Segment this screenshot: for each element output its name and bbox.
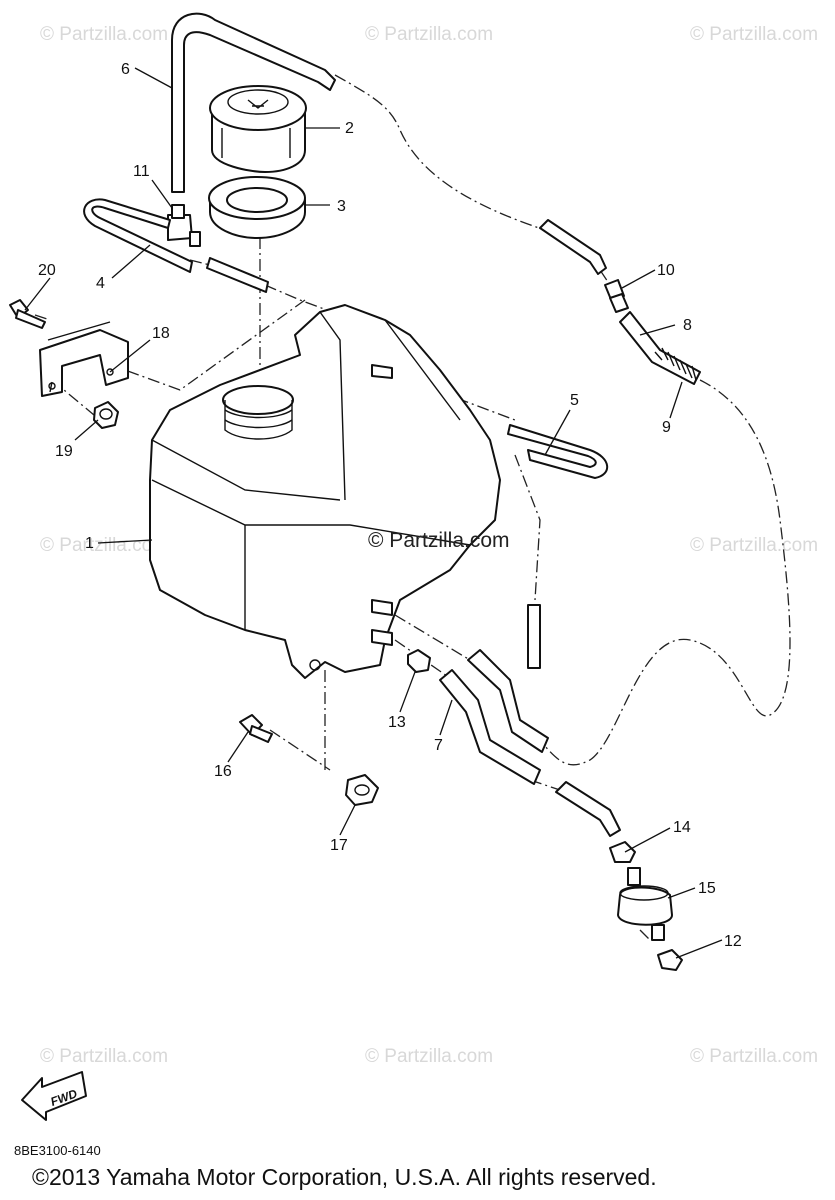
joint-part-11[interactable] — [167, 204, 201, 247]
hose-segment-upper[interactable] — [539, 219, 607, 275]
callout-10: 10 — [657, 262, 675, 279]
bolt-part-16[interactable] — [239, 714, 273, 743]
callout-5: 5 — [570, 392, 579, 409]
hose-segment-vertical[interactable] — [527, 604, 541, 669]
callout-19: 19 — [55, 443, 73, 460]
watermark: © Partzilla.com — [690, 24, 818, 45]
spring-part-9[interactable] — [654, 347, 697, 381]
nut-part-19[interactable] — [93, 401, 119, 429]
hose-segment-lower[interactable] — [555, 781, 621, 837]
fitting-part-10[interactable] — [604, 279, 629, 313]
callout-16: 16 — [214, 763, 232, 780]
callout-13: 13 — [388, 714, 406, 731]
forward-arrow-icon: FWD — [21, 1071, 87, 1121]
callout-17: 17 — [330, 837, 348, 854]
hose-segment[interactable] — [206, 257, 269, 293]
clamp-part-13[interactable] — [407, 649, 431, 673]
callout-2: 2 — [345, 120, 354, 137]
watermark: © Partzilla.com — [365, 24, 493, 45]
coolant-reservoir-tank-part-1[interactable] — [149, 304, 501, 679]
callout-18: 18 — [152, 325, 170, 342]
center-watermark: © Partzilla.com — [368, 529, 510, 552]
watermark: © Partzilla.com — [690, 535, 818, 556]
hose-part-4[interactable] — [83, 198, 193, 273]
watermark-layer: © Partzilla.com © Partzilla.com © Partzi… — [40, 24, 818, 1067]
bracket-part-18[interactable] — [39, 321, 129, 397]
watermark: © Partzilla.com — [365, 1046, 493, 1067]
callout-4: 4 — [96, 275, 105, 292]
watermark: © Partzilla.com — [690, 1046, 818, 1067]
watermark: © Partzilla.com — [40, 1046, 168, 1067]
callout-labels: 6 2 3 11 4 20 18 19 1 5 10 8 9 7 13 14 1… — [38, 61, 742, 950]
hose-part-6[interactable] — [171, 12, 336, 193]
leader-lines — [24, 67, 723, 959]
hose-part-8[interactable] — [619, 311, 701, 385]
callout-14: 14 — [673, 819, 691, 836]
callout-1: 1 — [85, 535, 94, 552]
callout-11: 11 — [133, 163, 150, 180]
callout-7: 7 — [434, 737, 443, 754]
callout-12: 12 — [724, 933, 742, 950]
bolt-part-20[interactable] — [9, 299, 46, 329]
hose-part-7[interactable] — [439, 649, 549, 785]
watermark: © Partzilla.com — [40, 535, 168, 556]
copyright-notice: ©2013 Yamaha Motor Corporation, U.S.A. A… — [32, 1164, 657, 1190]
callout-15: 15 — [698, 880, 716, 897]
radiator-cap-part-2[interactable] — [209, 85, 307, 173]
valve-part-15[interactable] — [617, 867, 673, 941]
callout-9: 9 — [662, 419, 671, 436]
callout-20: 20 — [38, 262, 56, 279]
callout-6: 6 — [121, 61, 130, 78]
hose-part-5[interactable] — [507, 424, 609, 479]
watermark: © Partzilla.com — [40, 24, 168, 45]
callout-8: 8 — [683, 317, 692, 334]
diagram-code: 8BE3100-6140 — [14, 1143, 101, 1158]
clamp-part-12[interactable] — [657, 949, 683, 971]
seal-part-3[interactable] — [208, 176, 306, 239]
clamp-part-14[interactable] — [609, 841, 636, 863]
callout-3: 3 — [337, 198, 346, 215]
grommet-part-17[interactable] — [345, 774, 379, 806]
